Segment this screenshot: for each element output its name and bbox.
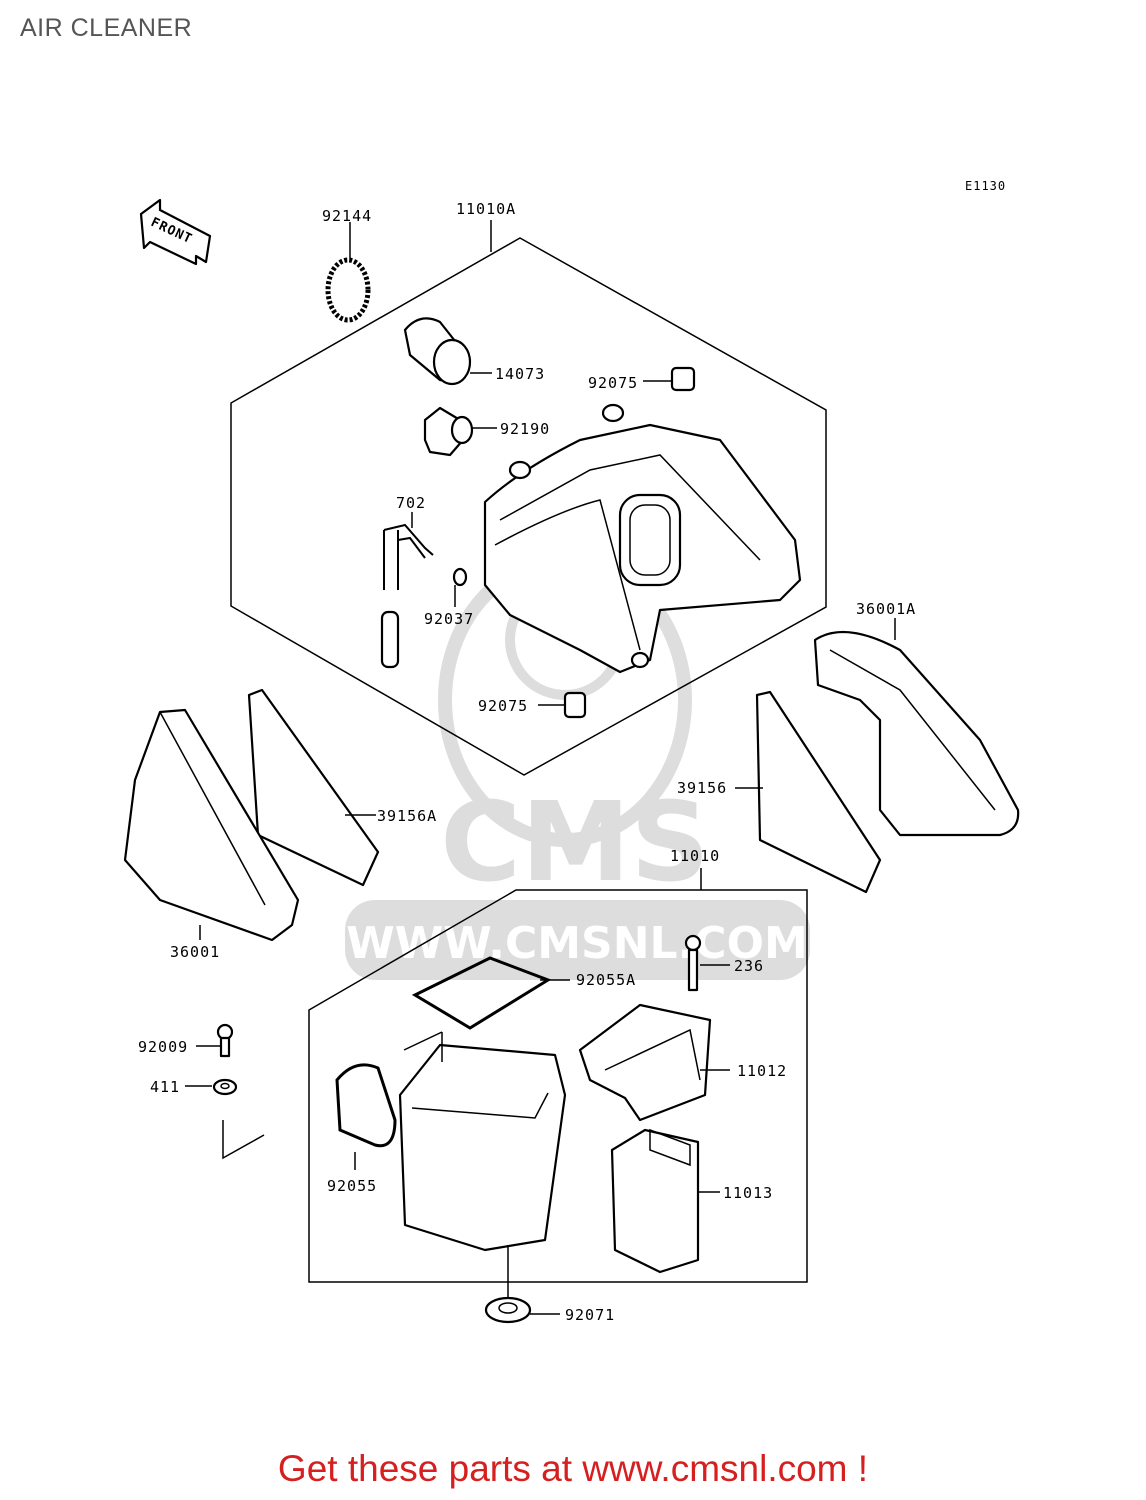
lower-assembly-outline [308,889,808,1283]
watermark-logo-text: CMS [440,778,709,906]
clamp-spring-92144 [325,222,371,323]
holder-11012 [578,1003,730,1122]
grommet-92075-top [643,366,696,392]
label-92075-bottom: 92075 [478,697,528,715]
label-14073: 14073 [495,365,545,383]
label-92144: 92144 [322,207,372,225]
grommet-92075-bottom [538,691,587,719]
washer-411 [185,1078,265,1160]
elbow-92190 [423,406,497,457]
label-92037: 92037 [424,610,474,628]
footer-link[interactable]: Get these parts at www.cmsnl.com ! [277,1448,869,1489]
label-92009: 92009 [138,1038,188,1056]
label-39156: 39156 [677,779,727,797]
side-cover-36001 [123,708,300,942]
label-36001: 36001 [170,943,220,961]
filter-element-39156 [735,690,882,894]
filter-element-11013 [610,1128,720,1274]
air-cleaner-housing-upper [483,403,802,674]
grommet-92071 [484,1245,560,1324]
label-92055: 92055 [327,1177,377,1195]
duct-14073 [403,317,492,386]
label-92055A: 92055A [576,971,636,989]
page-title: AIR CLEANER [20,14,193,42]
label-11013: 11013 [723,1184,773,1202]
label-702: 702 [396,494,426,512]
label-36001A: 36001A [856,600,916,618]
label-92075-top: 92075 [588,374,638,392]
label-11010A: 11010A [456,200,516,218]
label-236: 236 [734,957,764,975]
label-92190: 92190 [500,420,550,438]
label-11012: 11012 [737,1062,787,1080]
clip-92037 [452,567,468,607]
side-cover-36001A [813,618,1020,837]
oring-92055 [335,1063,397,1170]
air-cleaner-case-11010 [398,1031,567,1252]
hose-702 [380,512,434,669]
upper-assembly-outline [230,237,827,776]
bolt-236 [684,934,730,992]
diagram-code: E1130 [965,179,1006,193]
label-411: 411 [150,1078,180,1096]
filter-element-39156A [247,688,380,887]
label-39156A: 39156A [377,807,437,825]
label-11010: 11010 [670,847,720,865]
screw-92009 [196,1023,234,1058]
front-arrow-icon: FRONT [139,198,212,266]
label-92071: 92071 [565,1306,615,1324]
gasket-92055A [411,956,570,1030]
